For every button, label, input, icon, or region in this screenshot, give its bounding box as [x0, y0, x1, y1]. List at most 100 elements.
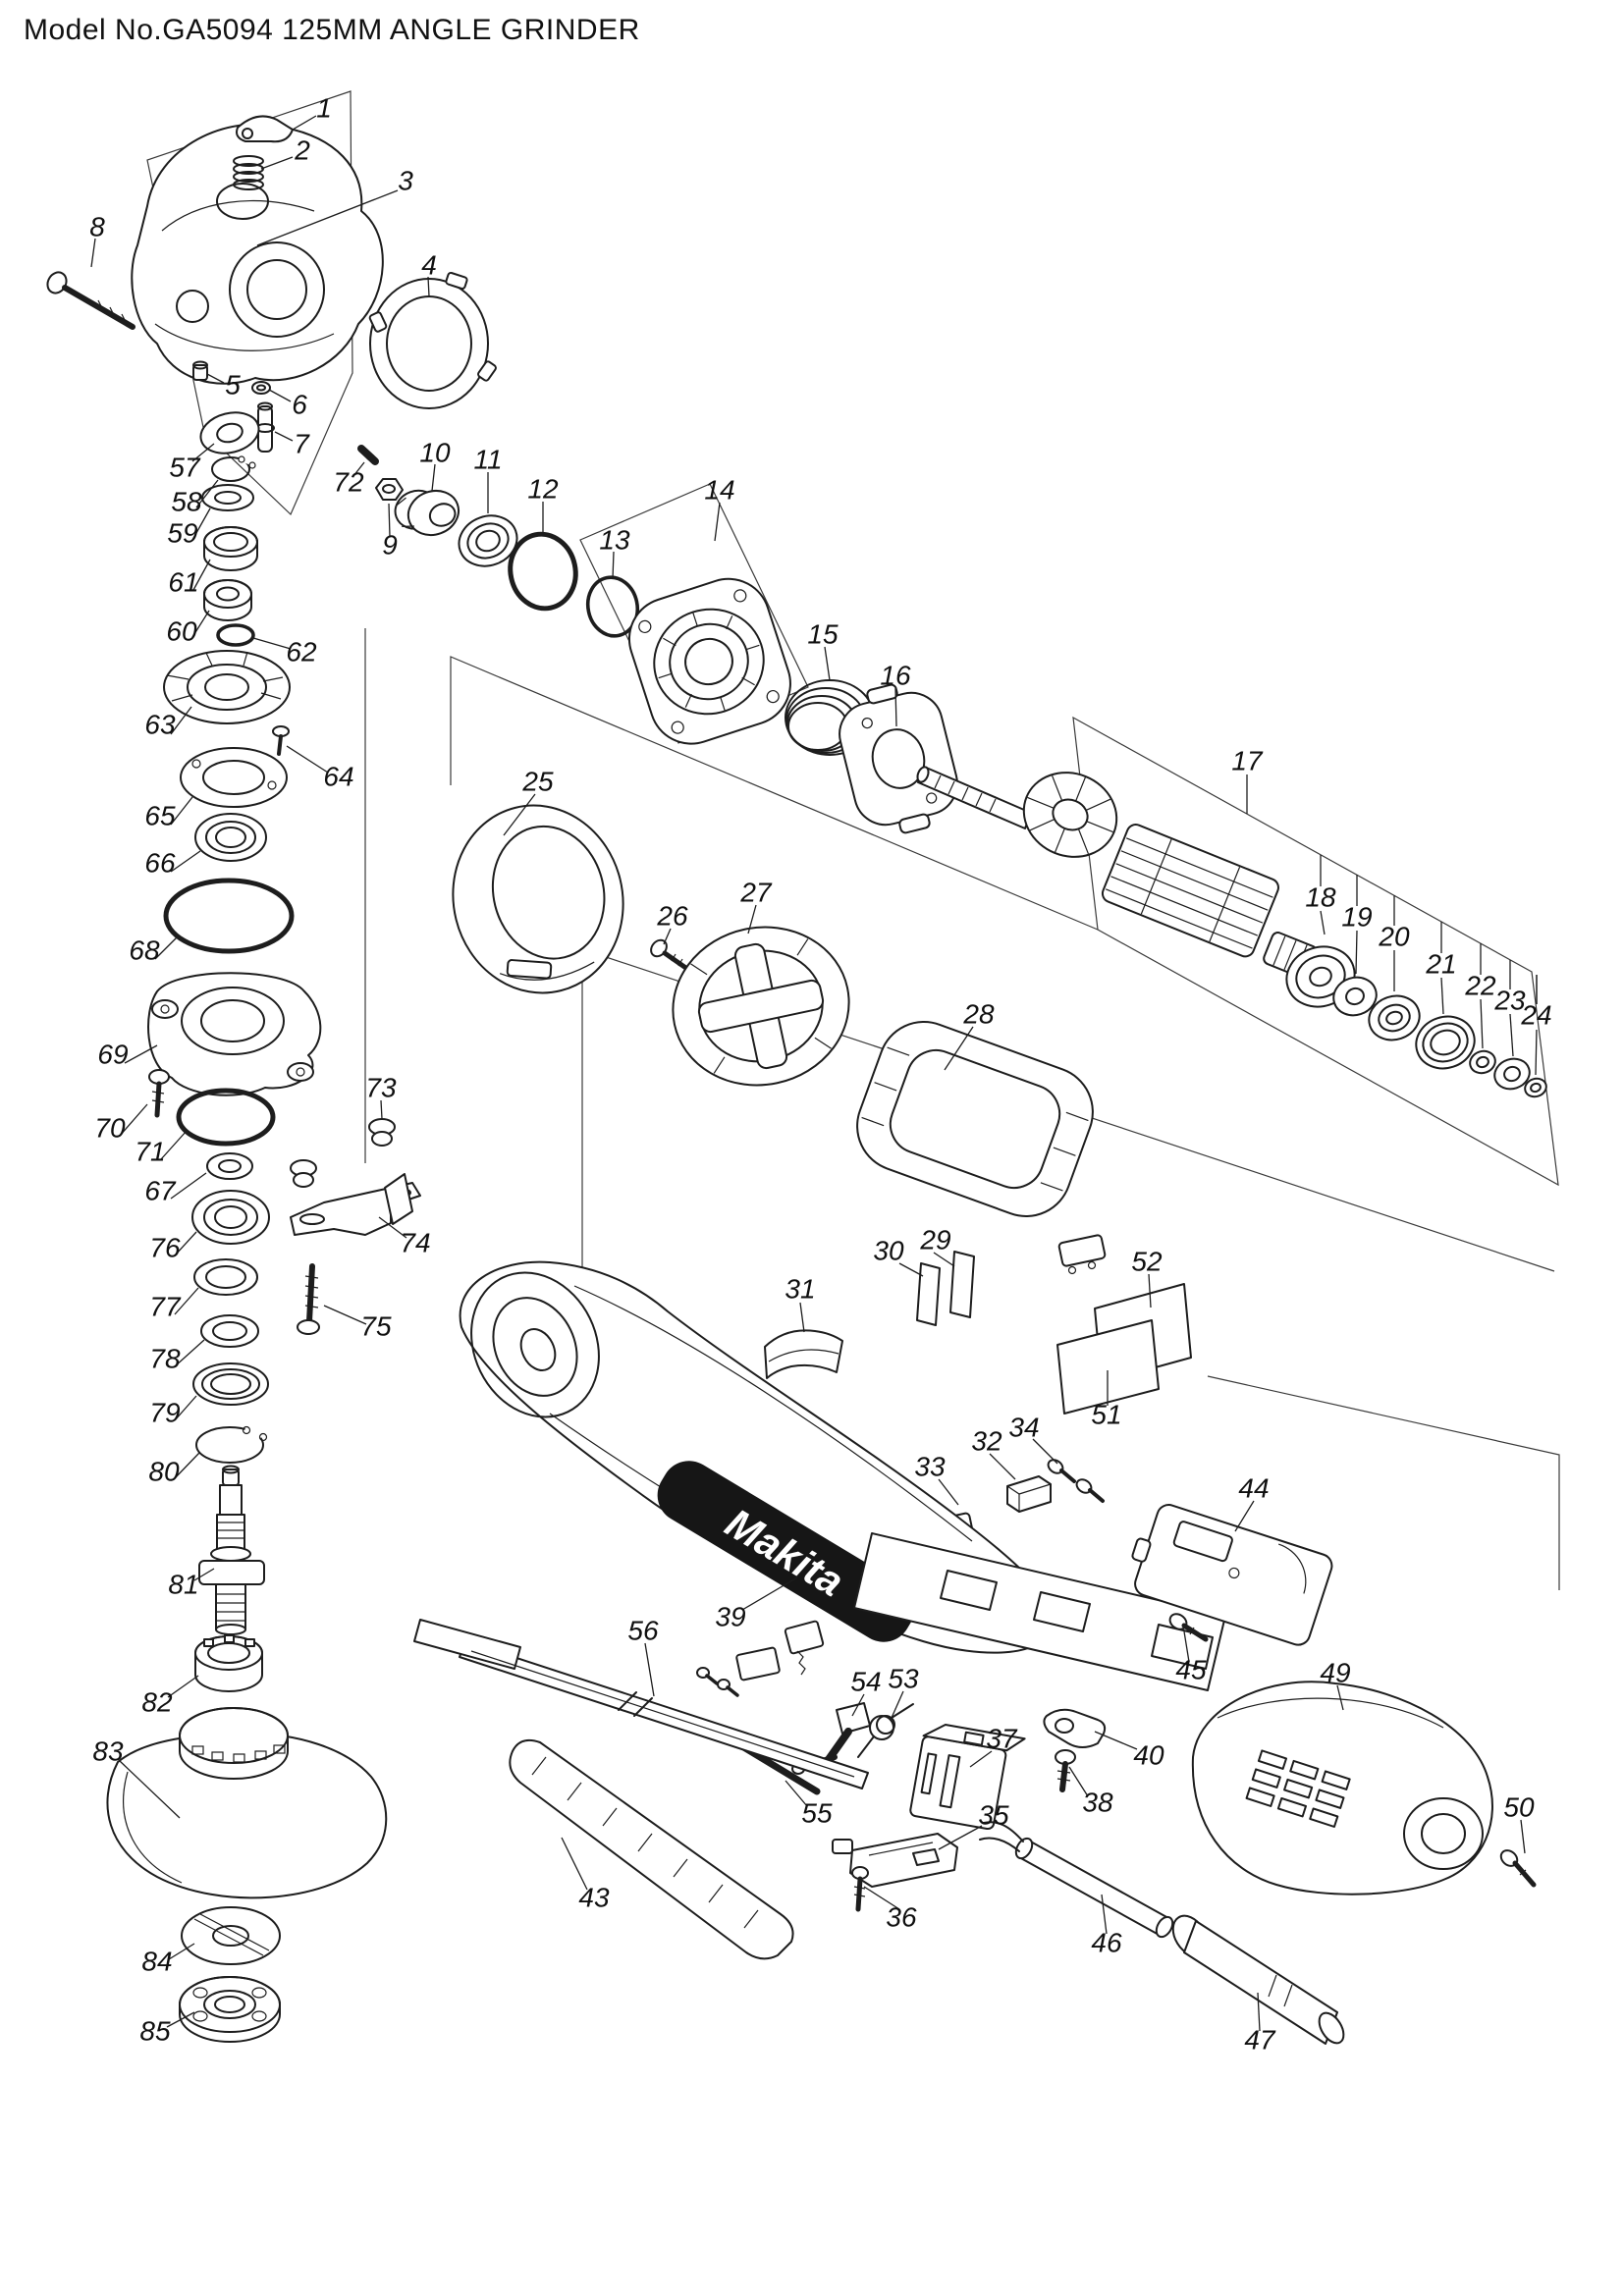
oring-13 [585, 575, 640, 638]
part-label-29: 29 [919, 1224, 950, 1255]
rubber-ring-21 [1415, 1015, 1476, 1070]
screw-64 [272, 725, 290, 756]
gear-housing [131, 123, 384, 385]
armature-17 [916, 766, 1339, 994]
screw-50 [1499, 1849, 1537, 1888]
labyrinth-ring-79 [192, 1362, 269, 1406]
part-label-61: 61 [168, 566, 198, 597]
part-label-56: 56 [627, 1615, 659, 1645]
oring-71 [176, 1088, 276, 1147]
part-label-59: 59 [167, 517, 197, 548]
sleeve-61 [203, 526, 258, 571]
lever [236, 115, 294, 143]
handle-cover-43 [509, 1738, 794, 1960]
part-label-30: 30 [873, 1235, 904, 1265]
push-nut-24 [1524, 1077, 1547, 1098]
part-label-12: 12 [527, 473, 559, 504]
part-label-4: 4 [421, 249, 437, 280]
part-label-77: 77 [149, 1291, 182, 1321]
torsion-spring-53 [857, 1703, 914, 1758]
part-label-8: 8 [89, 211, 105, 241]
screw-45 [1168, 1613, 1209, 1642]
inner-flange-84 [181, 1906, 281, 1965]
fan-cover-27 [672, 926, 850, 1087]
washer-77 [193, 1258, 258, 1296]
insulation-slip-29 [949, 1251, 975, 1318]
part-label-63: 63 [144, 709, 176, 739]
part-label-74: 74 [400, 1227, 430, 1257]
group-outline-boxes [146, 90, 1560, 1590]
spring [233, 155, 264, 190]
clamp-link-40 [1043, 1708, 1107, 1748]
switch-37 [909, 1724, 1026, 1831]
washer-67 [206, 1152, 253, 1180]
bearing-76 [191, 1190, 270, 1245]
snap-ring-80 [195, 1420, 268, 1464]
brush-holder-parts [696, 1620, 825, 1697]
screw-38 [1055, 1749, 1076, 1792]
brush-bracket-right [1057, 1234, 1107, 1275]
part-label-7: 7 [294, 428, 310, 458]
bearing-box-69 [147, 972, 322, 1096]
set-screw-72 [357, 445, 379, 465]
oring-68 [163, 878, 295, 954]
name-plate-31 [764, 1329, 843, 1379]
capacitor-32 [1006, 1475, 1052, 1513]
part-label-64: 64 [323, 761, 353, 791]
part-label-51: 51 [1091, 1399, 1121, 1429]
bearing-box-plate-14 [627, 577, 791, 745]
part-label-3: 3 [398, 165, 413, 195]
oring-62 [216, 623, 255, 647]
part-label-33: 33 [914, 1451, 946, 1481]
washer-19 [1332, 976, 1378, 1017]
wheel-guard-83 [106, 1707, 388, 1899]
part-label-52: 52 [1131, 1246, 1163, 1276]
pin-5 [192, 360, 208, 381]
leader-lines [90, 115, 1538, 2032]
bearing-57 [199, 411, 260, 454]
holder-lever-74 [290, 1173, 421, 1236]
part-label-72: 72 [333, 466, 364, 497]
power-cord-46 [979, 1821, 1174, 1939]
screw-8 [46, 271, 135, 330]
base-plate-35 [832, 1833, 958, 1888]
part-label-55: 55 [801, 1797, 833, 1828]
screw-75 [297, 1263, 320, 1335]
bearing-20 [1368, 994, 1421, 1041]
part-label-5: 5 [225, 369, 241, 400]
part-label-46: 46 [1091, 1927, 1122, 1957]
part-label-14: 14 [704, 474, 734, 505]
part-label-24: 24 [1520, 999, 1551, 1030]
lock-nut-60 [203, 579, 252, 621]
ring-cover-25 [452, 804, 624, 994]
part-label-81: 81 [168, 1569, 198, 1599]
rear-cover-49 [1191, 1681, 1493, 1896]
bearing-66 [194, 813, 267, 862]
clamp-collar-82 [194, 1634, 263, 1692]
snap-ring-58 [211, 451, 256, 482]
part-label-58: 58 [171, 486, 202, 516]
part-label-70: 70 [94, 1112, 126, 1143]
part-label-66: 66 [144, 847, 176, 878]
cushions-73 [290, 1118, 396, 1188]
washer-59 [201, 484, 254, 511]
part-label-23: 23 [1493, 985, 1526, 1015]
part-label-27: 27 [739, 877, 773, 907]
part-label-13: 13 [599, 524, 630, 555]
part-label-82: 82 [141, 1686, 173, 1717]
spindle-81 [198, 1465, 265, 1635]
bearing-retainer-4 [368, 271, 497, 409]
slide-bar-56 [413, 1619, 869, 1789]
part-label-68: 68 [129, 934, 160, 965]
part-label-84: 84 [141, 1946, 172, 1976]
part-label-76: 76 [149, 1232, 181, 1262]
bearing-11 [458, 514, 518, 567]
cord-guard-47 [1171, 1914, 1345, 2045]
part-label-15: 15 [807, 618, 839, 649]
part-label-6: 6 [292, 389, 307, 419]
part-label-53: 53 [888, 1663, 919, 1693]
washer-22 [1469, 1049, 1496, 1075]
part-label-71: 71 [135, 1136, 165, 1166]
